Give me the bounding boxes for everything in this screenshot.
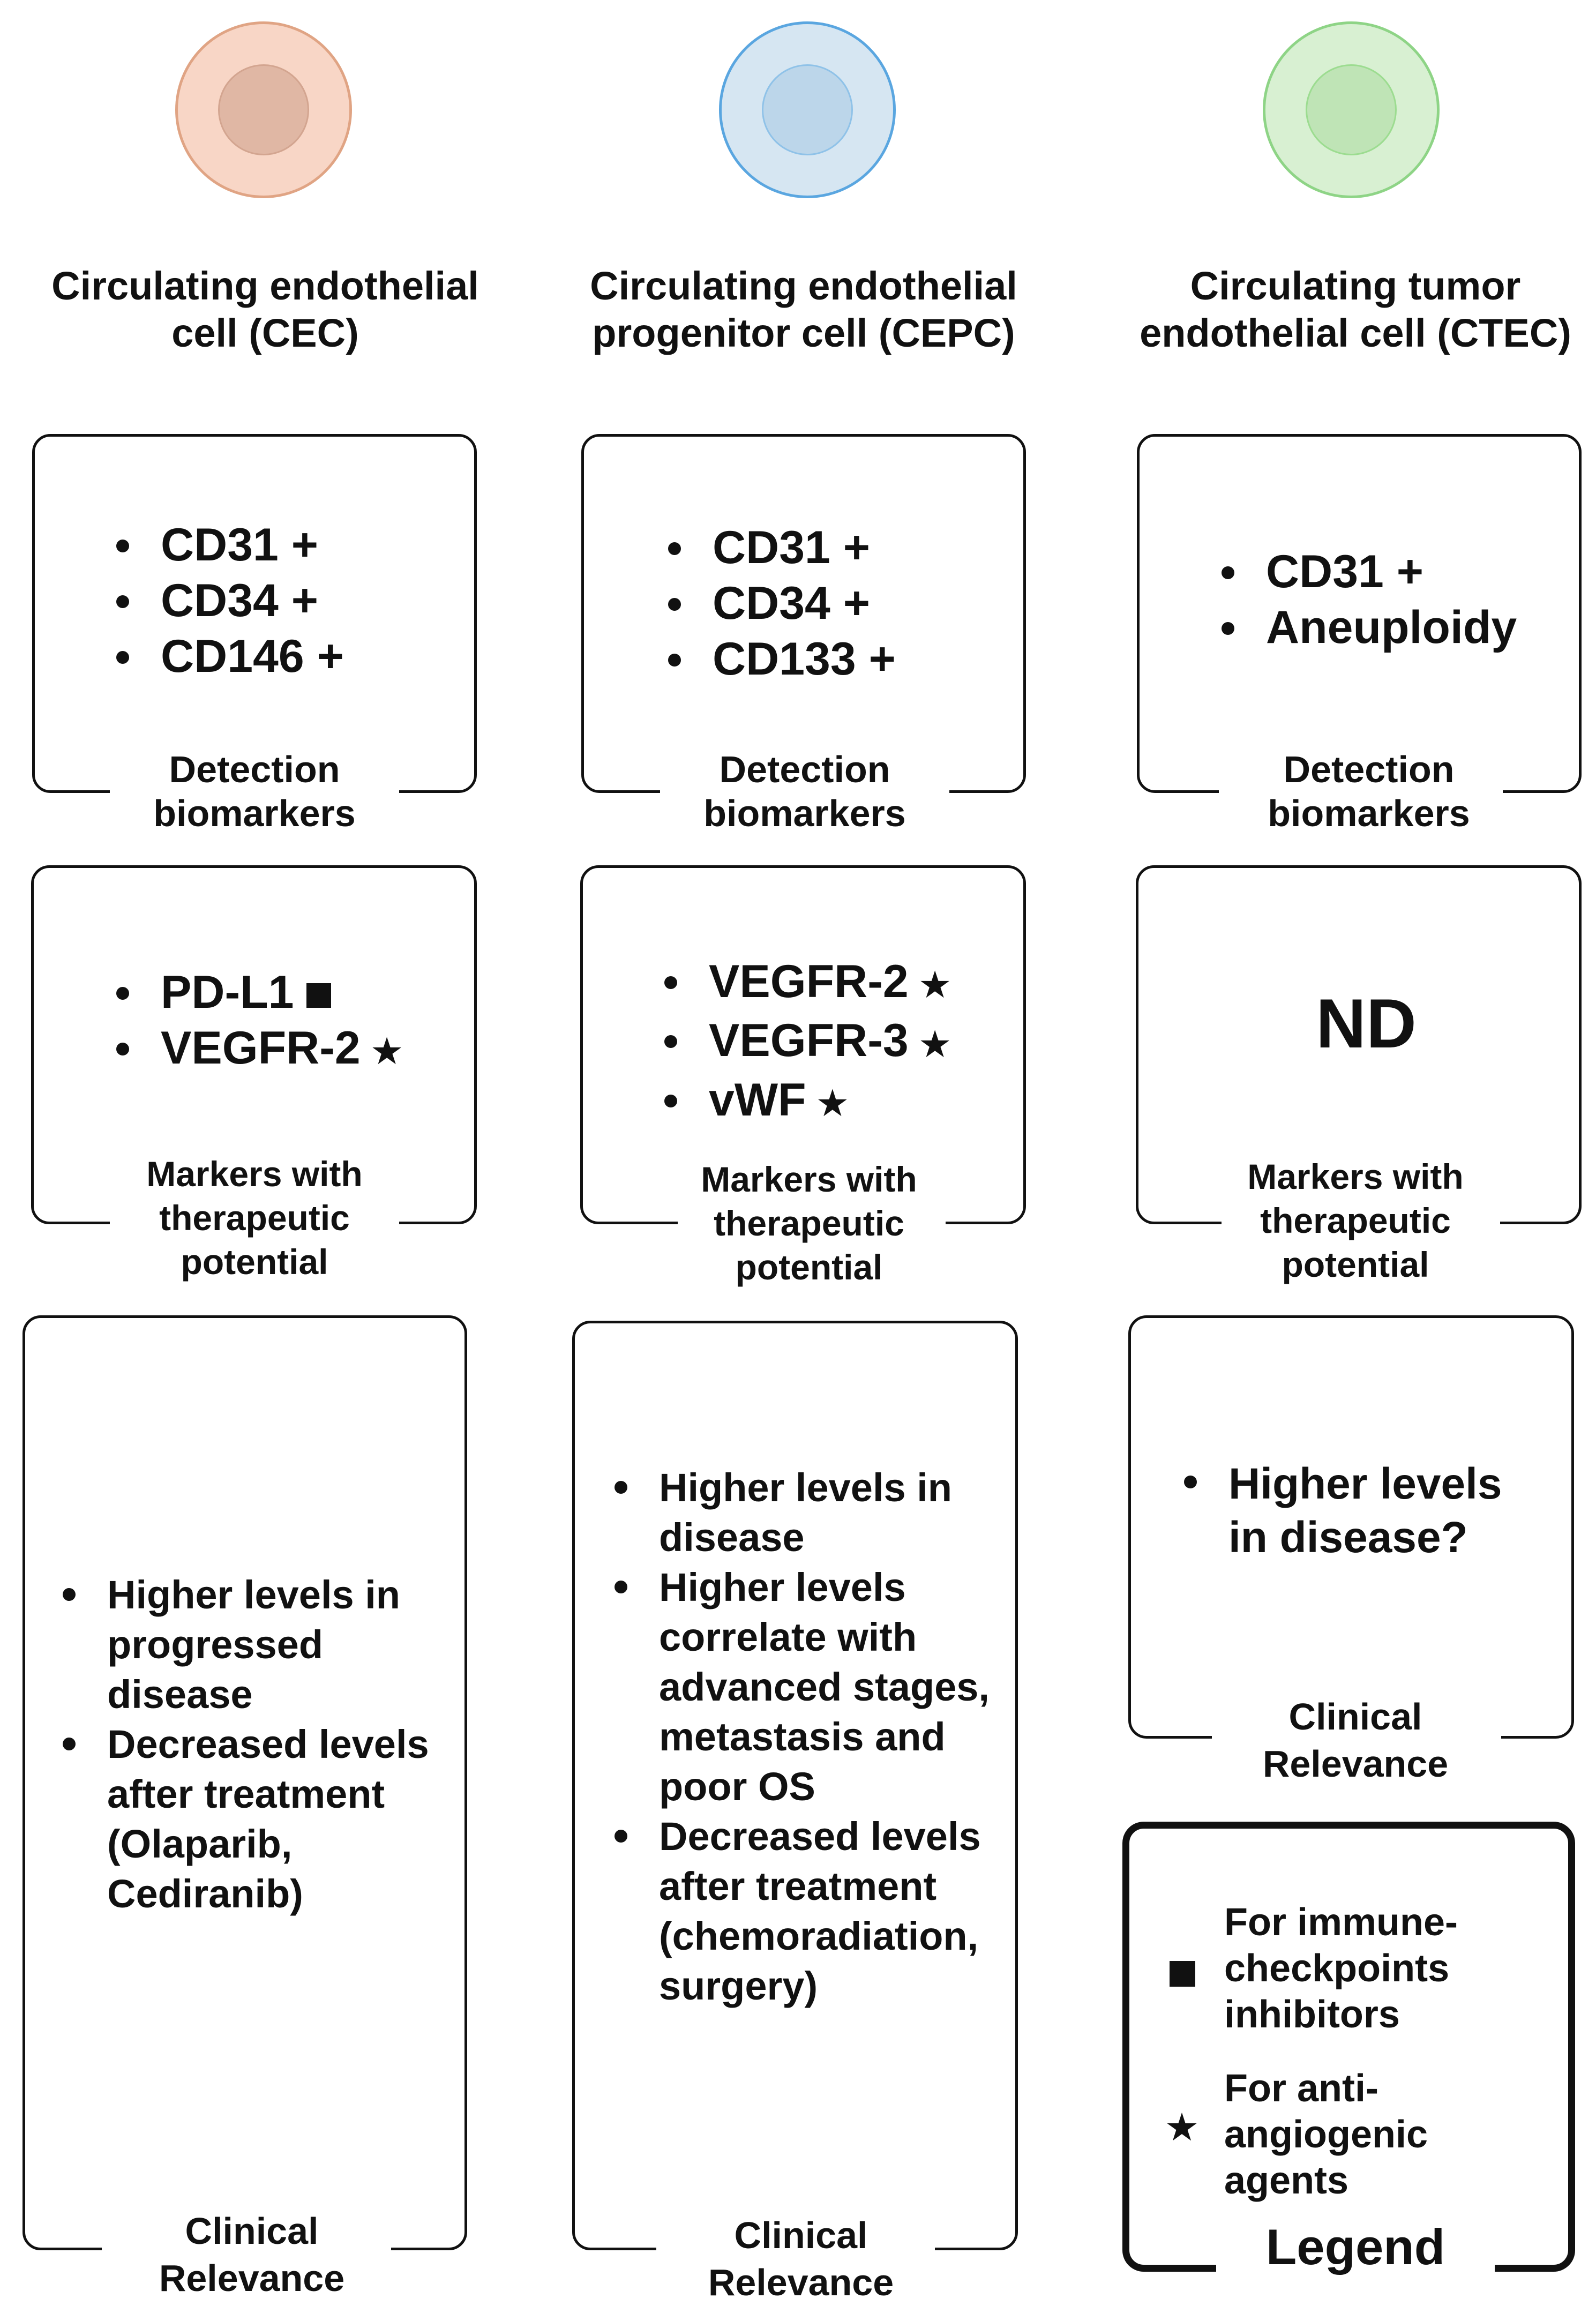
legend-box <box>1122 1822 1575 2272</box>
marker-name: VEGFR-3 <box>709 1015 909 1067</box>
list-item: CD146 + <box>110 628 453 684</box>
cec-title: Circulating endothelial cell (CEC) <box>51 264 479 355</box>
cec-clinical-list: Higher levels in progressed disease Decr… <box>56 1570 431 1919</box>
marker-name: vWF <box>709 1074 806 1126</box>
marker-name: VEGFR-2 <box>709 956 909 1007</box>
legend-entry-immune-checkpoint: For immune-checkpoints inhibitors <box>1224 1901 1458 2036</box>
ctec-cell-icon <box>1263 21 1440 198</box>
cepc-clinical-list: Higher levels in disease Higher levels c… <box>608 1463 1015 2011</box>
legend-entry-anti-angiogenic: For anti-angiogenic agents <box>1224 2067 1428 2202</box>
star-icon: ★ <box>1164 2106 1200 2149</box>
cepc-clinical-label: Clinical Relevance <box>708 2214 894 2303</box>
cepc-title: Circulating endothelial progenitor cell … <box>590 264 1017 355</box>
square-icon <box>306 983 332 1008</box>
ctec-clinical-list: Higher levels in disease? <box>1178 1457 1553 1564</box>
ctec-detection-label: Detection biomarkers <box>1268 748 1470 834</box>
cepc-cell-icon <box>719 21 896 198</box>
ctec-therapeutic-nd: ND <box>1316 984 1417 1062</box>
list-item: VEGFR-2★ <box>110 1020 453 1079</box>
list-item: VEGFR-3★ <box>658 1013 1011 1072</box>
list-item: Higher levels in progressed disease <box>56 1570 431 1719</box>
cepc-nucleus-icon <box>762 64 853 155</box>
list-item: VEGFR-2★ <box>658 954 1011 1013</box>
star-icon: ★ <box>815 1082 850 1124</box>
square-icon <box>1170 1961 1195 1987</box>
cec-nucleus-icon <box>218 64 309 155</box>
list-item: Higher levels in disease <box>608 1463 1015 1562</box>
list-item: PD-L1 <box>110 964 453 1020</box>
list-item: vWF★ <box>658 1072 1011 1131</box>
ctec-detection-list: CD31 + Aneuploidy <box>1215 544 1579 655</box>
list-item: CD34 + <box>110 573 453 628</box>
list-item: CD31 + <box>1215 544 1579 600</box>
cec-detection-list: CD31 + CD34 + CD146 + <box>110 517 453 684</box>
ctec-therapeutic-label: Markers with therapeutic potential <box>1247 1157 1464 1284</box>
list-item: Higher levels in disease? <box>1178 1457 1553 1564</box>
marker-name: VEGFR-2 <box>161 1022 361 1074</box>
list-item: CD34 + <box>662 575 1005 631</box>
legend-title: Legend <box>1265 2219 1445 2275</box>
cec-cell-icon <box>175 21 352 198</box>
list-item: Aneuploidy <box>1215 600 1579 655</box>
cec-therapeutic-label: Markers with therapeutic potential <box>146 1154 363 1282</box>
star-icon: ★ <box>918 1023 952 1065</box>
ctec-title: Circulating tumor endothelial cell (CTEC… <box>1140 264 1571 355</box>
cepc-detection-label: Detection biomarkers <box>703 748 906 834</box>
cec-clinical-label: Clinical Relevance <box>159 2210 345 2299</box>
cec-detection-label: Detection biomarkers <box>153 748 356 834</box>
cec-therapeutic-list: PD-L1 VEGFR-2★ <box>110 964 453 1079</box>
marker-name: PD-L1 <box>161 967 294 1018</box>
list-item: Higher levels correlate with advanced st… <box>608 1562 1015 1811</box>
cepc-detection-list: CD31 + CD34 + CD133 + <box>662 520 1005 687</box>
list-item: Decreased levels after treatment (chemor… <box>608 1811 1015 2011</box>
star-icon: ★ <box>370 1030 404 1073</box>
star-icon: ★ <box>918 964 952 1006</box>
cepc-therapeutic-label: Markers with therapeutic potential <box>701 1159 917 1287</box>
cepc-therapeutic-list: VEGFR-2★ VEGFR-3★ vWF★ <box>658 954 1011 1131</box>
ctec-clinical-label: Clinical Relevance <box>1262 1696 1449 1785</box>
list-item: CD31 + <box>662 520 1005 575</box>
list-item: CD31 + <box>110 517 453 573</box>
list-item: Decreased levels after treatment (Olapar… <box>56 1719 431 1919</box>
ctec-nucleus-icon <box>1306 64 1397 155</box>
list-item: CD133 + <box>662 631 1005 687</box>
